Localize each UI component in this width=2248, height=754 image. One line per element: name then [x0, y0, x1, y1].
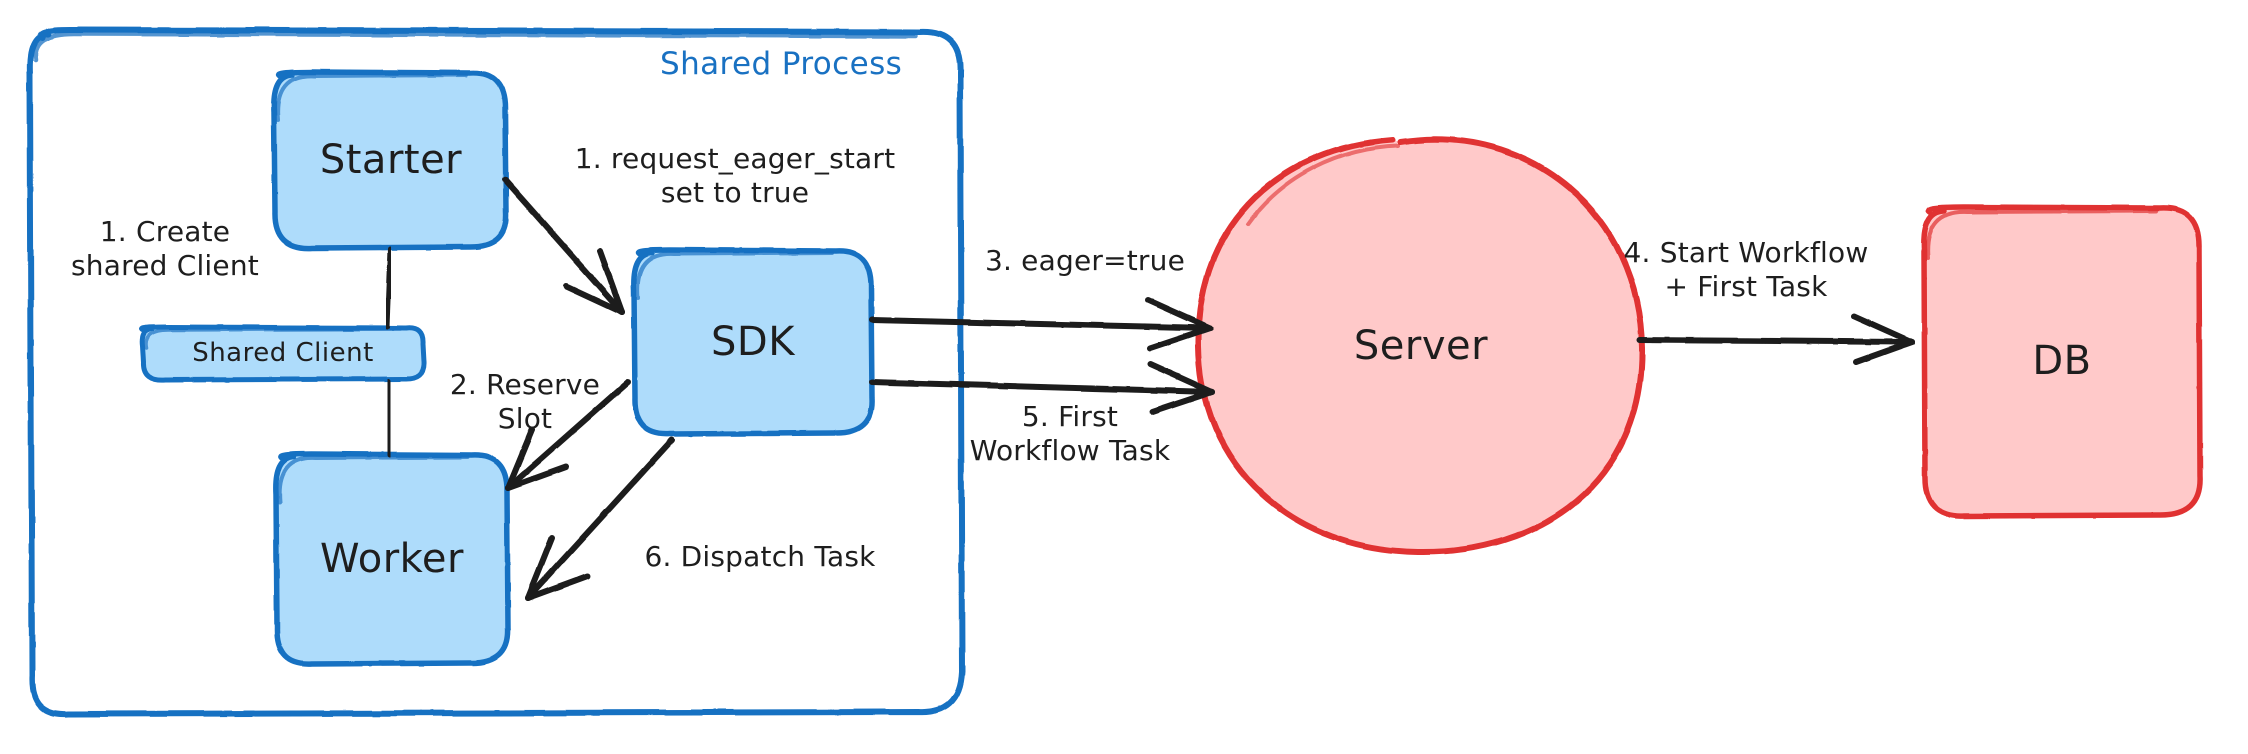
- node-label-worker[interactable]: Worker: [320, 536, 464, 582]
- edge-request-eager-start: [502, 177, 625, 315]
- node-label-db[interactable]: DB: [2032, 338, 2092, 384]
- edge-reserve-slot: [505, 379, 631, 491]
- node-worker-shape[interactable]: [273, 451, 511, 667]
- edge-label-eager-true: 3. eager=true: [984, 244, 1186, 277]
- node-db-shape[interactable]: [1921, 204, 2203, 519]
- node-label-shared-client[interactable]: Shared Client: [192, 338, 374, 368]
- group-title-shared-process: Shared Process: [660, 46, 903, 82]
- node-server-shape[interactable]: [1194, 136, 1646, 556]
- edge-first-workflow-task: [869, 361, 1215, 415]
- node-sdk-shape[interactable]: [631, 247, 875, 437]
- edge-label-start-workflow-first-task: 4. Start Workflow + First Task: [1623, 236, 1869, 304]
- node-label-server[interactable]: Server: [1353, 323, 1489, 369]
- edge-label-request-eager-start: 1. request_eager_start set to true: [574, 142, 896, 210]
- edge-label-reserve-slot: 2. Reserve Slot: [449, 368, 601, 436]
- edge-create-shared-client: [384, 246, 393, 330]
- edge-shared-client-worker: [385, 378, 393, 458]
- node-shared-client-shape[interactable]: [138, 324, 427, 383]
- edge-eager-true: [869, 297, 1213, 351]
- shared-process-group: [26, 27, 965, 718]
- node-label-sdk[interactable]: SDK: [711, 319, 795, 365]
- edge-dispatch-task: [525, 437, 675, 601]
- edge-label-dispatch-task: 6. Dispatch Task: [644, 540, 876, 573]
- edge-label-create-shared-client: 1. Create shared Client: [71, 215, 259, 283]
- edge-label-first-workflow-task: 5. First Workflow Task: [969, 400, 1171, 468]
- node-label-starter[interactable]: Starter: [319, 137, 463, 183]
- edge-start-workflow-first-task: [1637, 313, 1915, 365]
- node-starter-shape[interactable]: [271, 69, 509, 251]
